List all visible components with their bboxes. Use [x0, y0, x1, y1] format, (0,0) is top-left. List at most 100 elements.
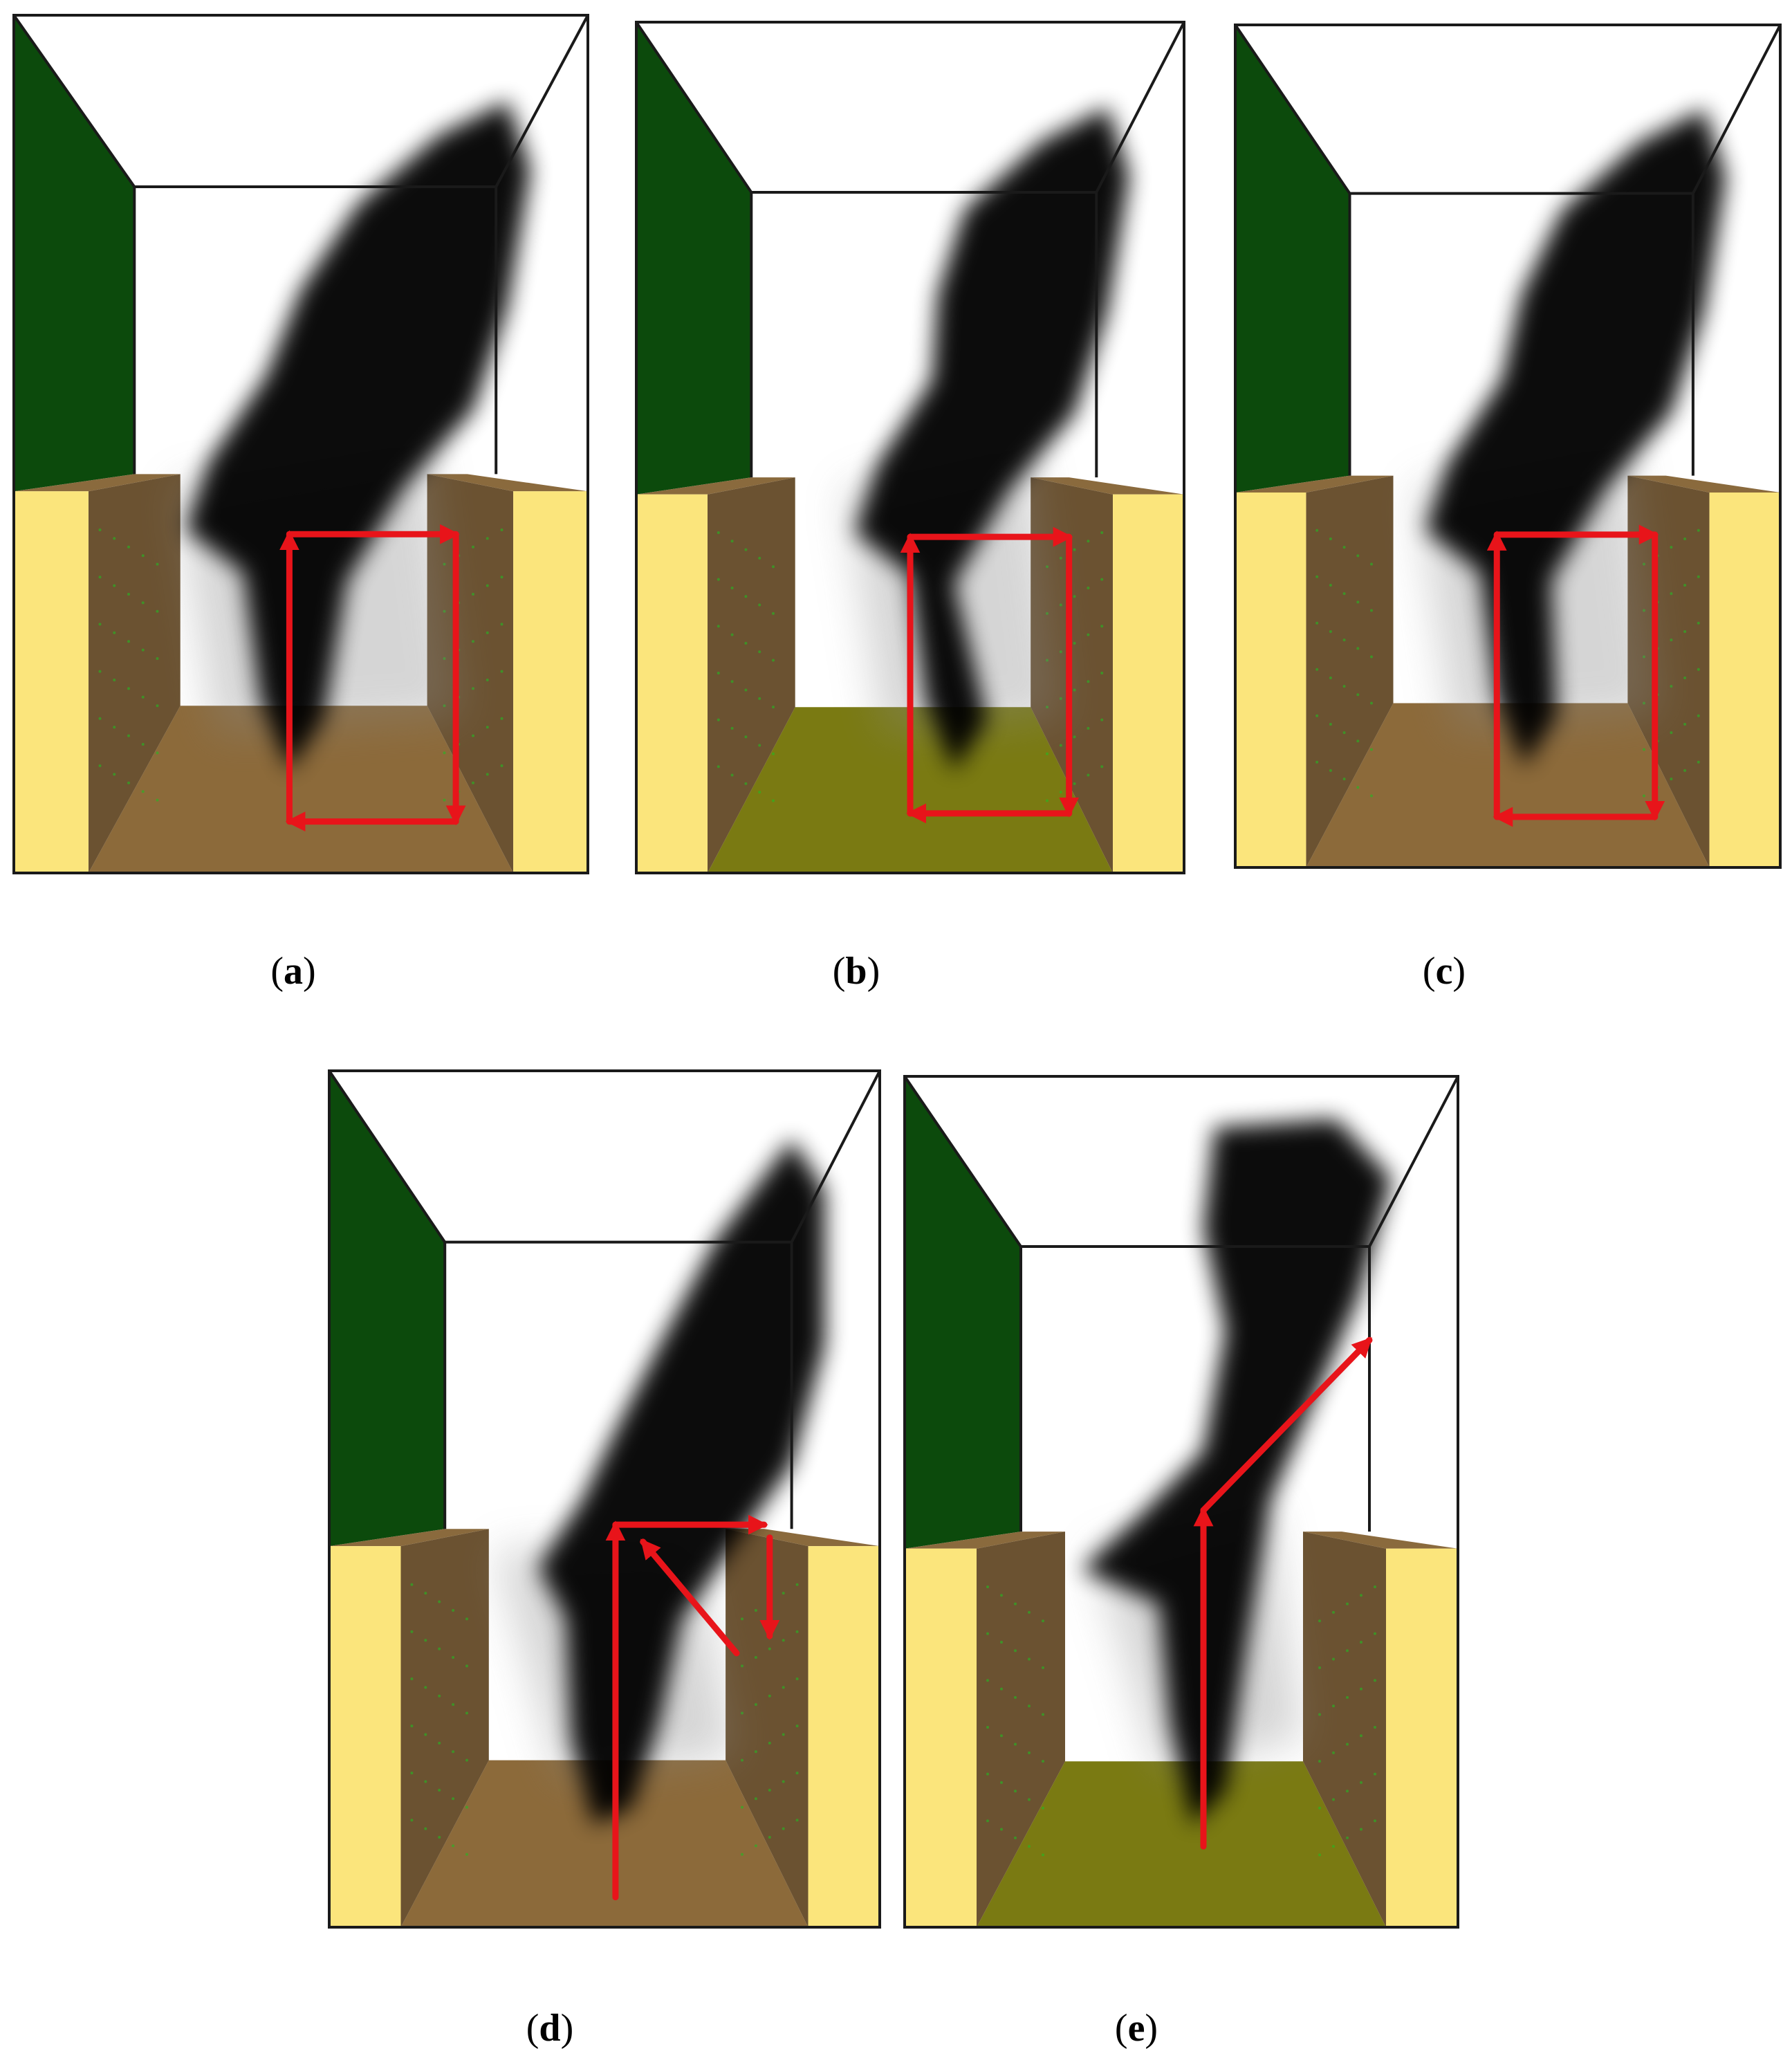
flow-arrow	[640, 1538, 740, 1657]
sprinkler-dot	[410, 1583, 414, 1586]
sprinkler-dot	[1028, 1845, 1031, 1848]
sprinkler-dot	[1332, 1845, 1335, 1848]
flow-arrows	[900, 526, 1080, 824]
sprinkler-dot	[1697, 714, 1700, 717]
panels-layer	[12, 14, 1782, 1929]
sprinkler-dot	[1073, 688, 1076, 692]
sprinkler-dot	[1042, 1713, 1044, 1716]
sprinkler-dot	[465, 1711, 468, 1715]
sprinkler-dot	[443, 751, 446, 755]
sprinkler-dot	[717, 578, 720, 581]
sprinkler-dot	[1318, 1806, 1321, 1810]
sprinkler-dot	[1329, 769, 1332, 772]
sprinkler-dot	[1046, 565, 1049, 569]
panel-frame	[903, 1075, 1459, 1929]
sprinkler-dot	[1042, 1619, 1044, 1623]
sprinkler-dot	[486, 726, 489, 729]
sprinkler-dot	[1374, 1819, 1376, 1823]
sprinkler-dot	[1360, 1781, 1363, 1784]
sprinkler-dot	[98, 576, 102, 579]
sprinkler-dot	[1346, 1790, 1349, 1793]
sprinkler-dot	[410, 1630, 414, 1633]
sprinkler-dot	[1087, 586, 1090, 589]
sprinkler-dot	[443, 562, 446, 566]
sprinkler-dot	[1360, 1734, 1363, 1738]
sprinkler-dot	[1374, 1585, 1376, 1588]
sprinkler-dot	[1356, 647, 1360, 650]
sprinkler-dot	[156, 609, 159, 613]
sprinkler-dot	[1329, 722, 1332, 726]
back-wall-outline	[1019, 1245, 1371, 1532]
sprinkler-dot	[1315, 528, 1319, 532]
shaft-right-top	[427, 474, 588, 492]
sprinkler-dot	[772, 659, 775, 662]
sprinkler-dot	[1360, 1828, 1363, 1831]
flow-arrows	[605, 1514, 780, 1901]
corner-line-left	[1234, 24, 1351, 194]
sprinkler-dot	[141, 790, 145, 793]
left-upper-wall	[329, 1071, 445, 1547]
sprinkler-dot	[758, 697, 761, 700]
sprinkler-dot	[1042, 1760, 1044, 1763]
sprinkler-dot	[465, 1758, 468, 1762]
shaft-left-top	[905, 1532, 1065, 1549]
sprinkler-dot	[500, 623, 504, 626]
sprinkler-dot	[500, 764, 504, 767]
sprinkler-dot	[1374, 1772, 1376, 1776]
sprinkler-dot	[98, 528, 102, 531]
sprinkler-dot	[1683, 537, 1687, 540]
sprinkler-dot	[1087, 726, 1090, 730]
sprinkler-dot	[1329, 629, 1332, 633]
sprinkler-dot	[1000, 1828, 1003, 1831]
smoke-core	[538, 1139, 825, 1825]
panel-caption-c: (c)	[1423, 950, 1466, 993]
sprinkler-dot	[1329, 537, 1332, 540]
sprinkler-dot	[1360, 1687, 1363, 1691]
sprinkler-dot	[486, 773, 489, 776]
sprinkler-dot	[741, 1711, 743, 1715]
sprinkler-dot	[438, 1741, 441, 1745]
back-wall-outline	[750, 191, 1098, 478]
sprinkler-dot	[1073, 735, 1076, 739]
sprinkler-dot	[795, 1725, 799, 1728]
sprinkler-dot	[452, 1750, 455, 1754]
sprinkler-dot	[772, 565, 775, 569]
sprinkler-dot	[758, 650, 761, 654]
sprinkler-dot	[1332, 1610, 1335, 1614]
sprinkler-dot	[452, 1797, 455, 1801]
flow-arrows	[1193, 1336, 1373, 1850]
corner-line-right	[1368, 1076, 1459, 1247]
panel-caption-e: (e)	[1115, 2007, 1158, 2050]
sprinkler-dot	[486, 537, 489, 540]
sprinkler-dot	[472, 593, 474, 596]
perspective-lines	[1234, 24, 1782, 869]
flow-arrow	[1200, 1336, 1373, 1514]
right-outer-face	[513, 491, 588, 873]
sprinkler-dot	[1014, 1836, 1017, 1839]
shaft-floor	[400, 1760, 809, 1927]
sprinkler-dot	[1318, 1619, 1321, 1623]
sprinkler-dot	[486, 679, 489, 681]
captions-layer: (a)(b)(c)(d)(e)	[270, 950, 1466, 2050]
sprinkler-dot	[472, 640, 474, 643]
sprinkler-dot	[1346, 1742, 1349, 1746]
sprinkler-dot	[141, 554, 145, 558]
sprinkler-dot	[741, 1758, 743, 1762]
sprinkler-dot	[113, 679, 116, 681]
sprinkler-dot	[782, 1827, 785, 1830]
sprinkler-dot	[486, 631, 489, 634]
sprinkler-dot	[1332, 1704, 1335, 1708]
sprinkler-dot	[156, 562, 159, 566]
sprinkler-dot	[1059, 650, 1062, 654]
shaft-right-wall	[427, 474, 514, 873]
shaft-right-top	[1031, 477, 1184, 495]
panel-caption-a: (a)	[270, 950, 315, 993]
shaft-left-wall	[1306, 475, 1394, 867]
sprinkler-dot	[472, 734, 474, 737]
sprinkler-dot	[1356, 693, 1360, 697]
sprinkler-dot	[986, 1772, 989, 1776]
sprinkler-dot	[1346, 1649, 1349, 1653]
sprinkler-dot	[141, 648, 145, 652]
smoke-plume	[844, 107, 1129, 771]
sprinkler-dot	[438, 1694, 441, 1698]
